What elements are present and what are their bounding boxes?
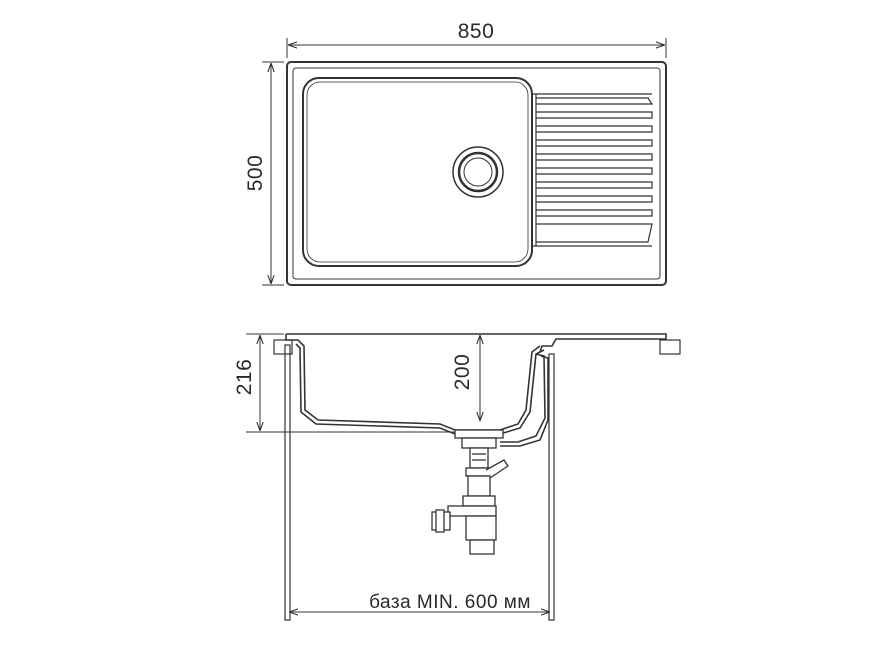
siphon-icon	[431, 429, 509, 555]
height-dimension: 216	[233, 333, 455, 433]
sink-profile	[285, 333, 667, 447]
drain-icon	[452, 146, 504, 198]
depth-label: 500	[244, 155, 267, 192]
width-dimension: 850	[286, 20, 667, 58]
sink-inner-rim	[292, 67, 661, 280]
sink-outer-rim	[286, 61, 667, 286]
width-label: 850	[458, 20, 495, 43]
top-view: 850 500	[244, 20, 667, 286]
right-countertop-support	[659, 339, 681, 355]
base-label: база MIN. 600 мм	[369, 592, 531, 613]
side-view: 216 200 база MIN. 600 мм	[233, 333, 681, 621]
height-label: 216	[233, 359, 256, 396]
bowl-depth-label: 200	[451, 354, 474, 391]
bowl-depth-dimension: 200	[451, 336, 480, 420]
drainboard-grooves	[532, 93, 654, 247]
left-countertop-support	[273, 339, 293, 355]
base-dimension: база MIN. 600 мм	[290, 592, 549, 613]
bowl-inner-outline	[306, 81, 529, 263]
depth-dimension: 500	[244, 61, 284, 286]
cabinet-walls	[284, 344, 555, 621]
bowl-outline	[302, 77, 533, 267]
